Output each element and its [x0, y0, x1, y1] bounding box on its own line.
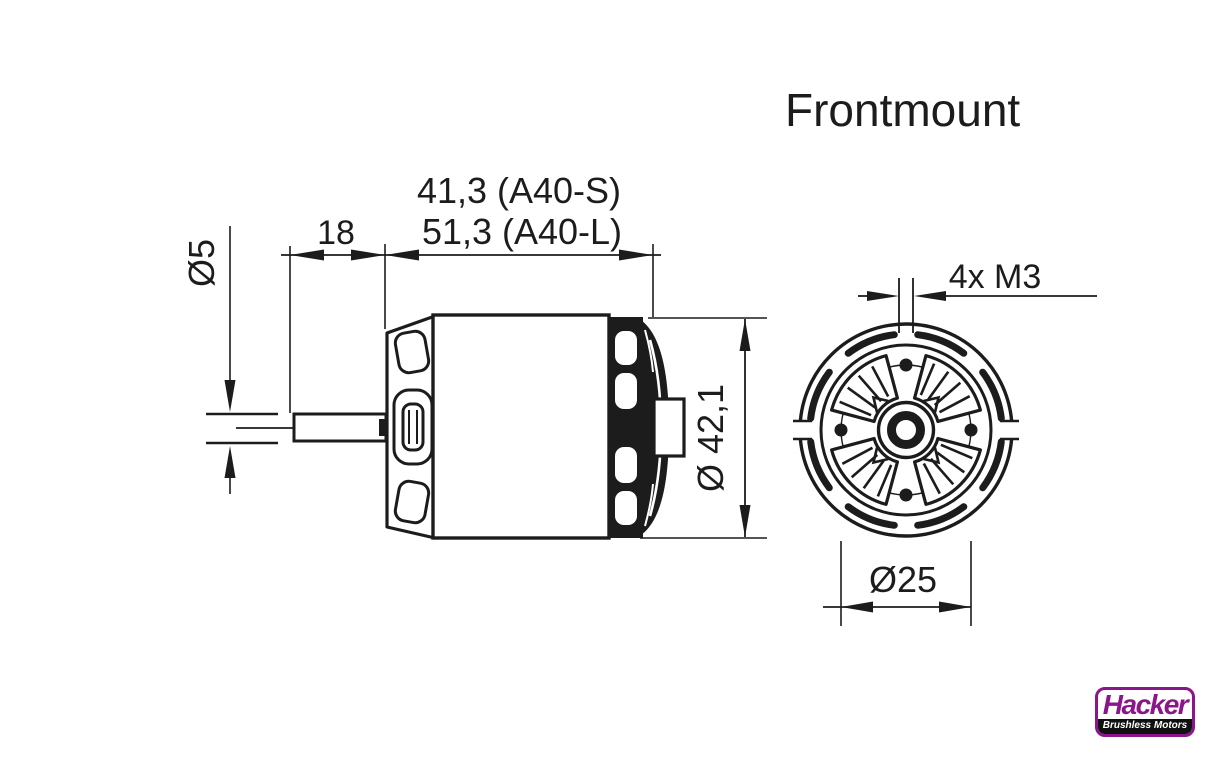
body-diameter-dimension: [640, 317, 767, 539]
cooling-slot: [393, 479, 431, 525]
dim-body-diameter-label: Ø 42,1: [690, 384, 731, 492]
dim-length-short-label: 41,3 (A40-S): [417, 170, 621, 211]
arrowhead: [841, 601, 873, 613]
dim-bolt-circle-label: Ø25: [869, 559, 937, 600]
mounting-hole-s: [899, 488, 913, 502]
flange-notches: [793, 419, 1019, 441]
arrowhead: [739, 319, 751, 351]
motor-rear-endbell: [379, 314, 437, 540]
arrowhead: [739, 505, 751, 537]
dim-shaft-extension-label: 18: [317, 214, 355, 252]
flange-slots: [807, 331, 1005, 529]
cooling-slot-inner: [401, 402, 425, 452]
arrowhead: [914, 291, 946, 301]
arrowhead: [290, 249, 324, 261]
shaft-collar: [379, 419, 388, 436]
mounting-hole-n: [899, 358, 913, 372]
arrowhead: [619, 249, 653, 261]
mount-holes-dimension: [858, 278, 1097, 333]
prop-adapter-stub: [652, 397, 686, 458]
arrowhead: [224, 380, 236, 412]
logo-brand-text: Hacker: [1102, 689, 1189, 720]
logo-tagline-bar: Brushless Motors: [1098, 719, 1192, 734]
dim-mount-holes-label: 4x M3: [949, 258, 1042, 296]
arrowhead: [385, 249, 419, 261]
mounting-hole-w: [834, 423, 848, 437]
dim-length-long-label: 51,3 (A40-L): [422, 211, 622, 252]
front-view: [793, 278, 1097, 626]
shaft-diameter-dimension: [206, 226, 278, 494]
drawing-title: Frontmount: [785, 84, 1020, 136]
logo-tagline-text: Brushless Motors: [1102, 720, 1188, 731]
arrowhead: [224, 446, 236, 478]
cooling-slot: [393, 329, 431, 375]
arrowhead: [867, 291, 899, 301]
dim-shaft-diameter-label: Ø5: [181, 239, 222, 287]
hacker-logo: Hacker Brushless Motors: [1095, 687, 1195, 737]
bolt-circle-dimension: [823, 541, 972, 626]
side-view: [206, 226, 767, 540]
arrowhead: [351, 249, 385, 261]
motor-front-mount: [609, 317, 686, 538]
arrowhead: [939, 601, 971, 613]
motor-can: [431, 313, 611, 540]
shaft-hub: [876, 400, 936, 460]
mounting-hole-e: [964, 423, 978, 437]
motor-shaft: [292, 412, 388, 443]
length-dimensions: [281, 244, 661, 413]
